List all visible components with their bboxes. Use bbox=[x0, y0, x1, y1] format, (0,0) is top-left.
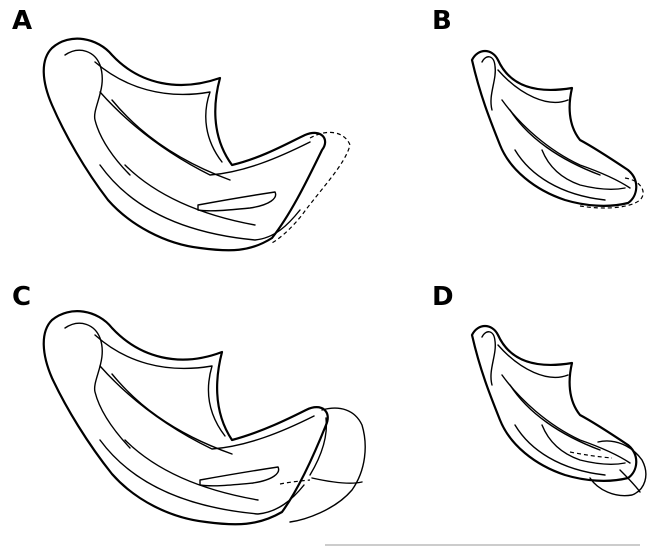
panel-c-drawing bbox=[44, 311, 365, 524]
panel-a-drawing bbox=[44, 39, 350, 251]
panel-b-drawing bbox=[472, 51, 643, 208]
panel-d-drawing bbox=[472, 326, 646, 496]
